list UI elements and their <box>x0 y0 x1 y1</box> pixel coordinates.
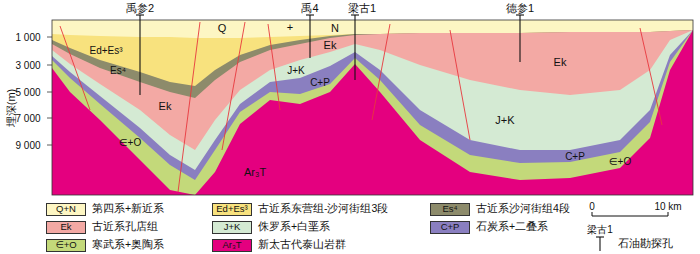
scale-value: 10 km <box>654 201 681 212</box>
legend-swatch: Q+N <box>46 203 86 216</box>
swatch-code: Q+N <box>56 204 76 214</box>
strata-layer <box>52 20 693 195</box>
legend-text: 石油勘探孔 <box>618 238 673 250</box>
well-name: 梁古1 <box>587 224 613 235</box>
swatch-code: Es⁴ <box>442 204 457 214</box>
axis-tick <box>47 118 52 119</box>
legend-text: 寒武系+奥陶系 <box>92 239 164 251</box>
well-head <box>306 14 314 15</box>
well-head <box>516 14 524 15</box>
well-name: 德参1 <box>506 2 534 14</box>
well-line <box>354 15 355 80</box>
unit-label: J+K <box>287 65 305 76</box>
section-frame <box>52 20 693 195</box>
well-head <box>596 236 604 237</box>
legend-text: 新太古代泰山岩群 <box>258 239 346 251</box>
axis-title: 埋深(m) <box>5 89 17 128</box>
legend-swatch: Ar₃T <box>212 239 252 252</box>
legend-text: 古近系孔店组 <box>92 221 158 233</box>
legend-swatch: Es⁴ <box>430 203 470 216</box>
unit-label: Ed+Es³ <box>89 45 122 56</box>
fault-line <box>268 24 280 110</box>
unit-label: Ar₃T <box>244 166 266 178</box>
well-symbol <box>136 15 144 95</box>
unit-label: Ek <box>554 56 567 68</box>
legend-text: 古近系东营组-沙河街组3段 <box>258 203 388 215</box>
fault-line <box>372 24 390 120</box>
strata-layer <box>52 30 693 195</box>
axis-value: 7 000 <box>15 113 40 124</box>
axis-value: 9 000 <box>15 140 40 151</box>
well-line <box>519 15 520 62</box>
axis-value: 5 000 <box>15 87 40 98</box>
swatch-code: J+K <box>224 222 241 232</box>
scale-bar <box>592 212 668 216</box>
legend-text: 侏罗系+白垩系 <box>258 221 330 233</box>
fault-line <box>60 26 90 110</box>
strata-layer <box>52 30 693 195</box>
swatch-code: C+P <box>441 222 460 232</box>
unit-label: Ek <box>159 100 172 112</box>
well-symbol <box>351 15 359 80</box>
fault-line <box>222 22 245 150</box>
well-name: 禹4 <box>301 2 318 14</box>
scale-value: 0 <box>589 201 595 212</box>
swatch-code: Ek <box>60 222 71 232</box>
unit-label: Ek <box>324 39 337 51</box>
well-head <box>136 14 144 15</box>
axis-value: 1 000 <box>15 32 40 43</box>
well-symbol <box>306 15 314 58</box>
axis-tick <box>47 92 52 93</box>
unit-label: J+K <box>495 114 514 126</box>
legend-swatch: Ed+Es³ <box>212 203 252 216</box>
strata-layer <box>52 30 693 195</box>
well-head <box>351 14 359 15</box>
strata-layer <box>52 30 693 195</box>
legend-swatch: Ek <box>46 221 86 234</box>
legend-text: 石炭系+二叠系 <box>476 221 548 233</box>
fault-line <box>640 28 662 125</box>
legend-swatch: J+K <box>212 221 252 234</box>
legend-text: 第四系+新近系 <box>92 203 164 215</box>
axis-value: 3 000 <box>15 60 40 71</box>
unit-label: N <box>331 22 339 34</box>
swatch-code: ∈+O <box>55 240 76 250</box>
unit-label: C+P <box>310 77 330 88</box>
axis-tick <box>47 65 52 66</box>
swatch-code: Ed+Es³ <box>216 204 247 214</box>
well-name: 梁古1 <box>348 2 376 14</box>
axis-tick <box>47 145 52 146</box>
fault-line <box>178 22 200 192</box>
fault-line <box>450 30 470 140</box>
strata-layer <box>52 30 693 195</box>
swatch-code: Ar₃T <box>222 240 241 250</box>
well-line <box>309 15 310 58</box>
unit-label: ∈+O <box>609 156 631 167</box>
well-line <box>599 237 600 251</box>
well-name: 禹参2 <box>126 2 154 14</box>
unit-label: Es⁴ <box>110 65 126 76</box>
well-symbol <box>516 15 524 62</box>
legend-text: 古近系沙河街组4段 <box>476 203 570 215</box>
well-line <box>139 15 140 95</box>
unit-label: Q <box>218 22 227 34</box>
well-symbol <box>596 237 604 251</box>
axis-tick <box>47 37 52 38</box>
legend-swatch: ∈+O <box>46 239 86 252</box>
unit-label: C+P <box>565 151 585 162</box>
unit-label: + <box>287 21 293 33</box>
unit-label: ∈+O <box>119 137 141 148</box>
legend-swatch: C+P <box>430 221 470 234</box>
strata-layer <box>52 30 693 195</box>
strata-layer <box>52 30 693 195</box>
